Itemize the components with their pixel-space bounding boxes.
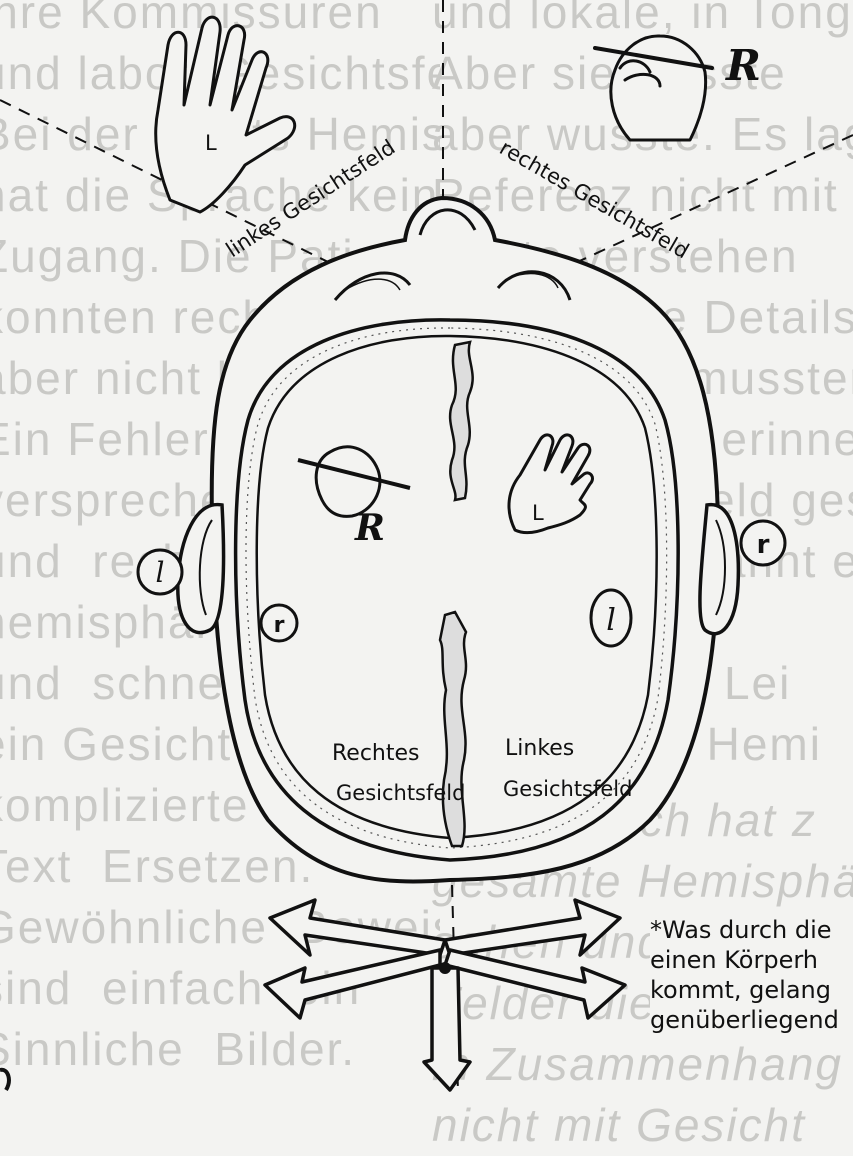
footnote-line-4: genüberliegend: [650, 1005, 853, 1035]
right-field-label-line1: Rechtes: [332, 741, 420, 766]
left-ear-icon: [178, 505, 224, 633]
hemisphere-left-label: l: [606, 603, 616, 638]
footnote-line-3: kommt, gelang: [650, 975, 853, 1005]
edge-glyph: [0, 1070, 9, 1090]
crossing-point: [439, 962, 451, 974]
right-ear-icon: [700, 505, 738, 634]
footnote-line-1: *Was durch die: [650, 915, 853, 945]
ear-right-label: r: [757, 530, 770, 560]
footnote: *Was durch die einen Körperh kommt, gela…: [650, 915, 853, 1035]
hand-l-brain-label: L: [532, 501, 544, 525]
hemisphere-right-label: r: [274, 613, 285, 638]
left-hand-top-icon: [156, 17, 295, 212]
hand-l-top-label: L: [205, 131, 217, 155]
crossing-arrows-icon: [265, 900, 625, 1090]
footnote-line-2: einen Körperh: [650, 945, 853, 975]
right-field-label-line2: Gesichtsfeld: [336, 781, 465, 805]
left-field-label-line2: Gesichtsfeld: [503, 777, 632, 801]
right-hand-pen-top-icon: [595, 36, 712, 140]
left-field-label-line1: Linkes: [505, 736, 574, 761]
ear-left-label: l: [156, 556, 165, 589]
script-r-brain-label: R: [354, 507, 385, 549]
script-r-top-label: R: [725, 41, 761, 90]
